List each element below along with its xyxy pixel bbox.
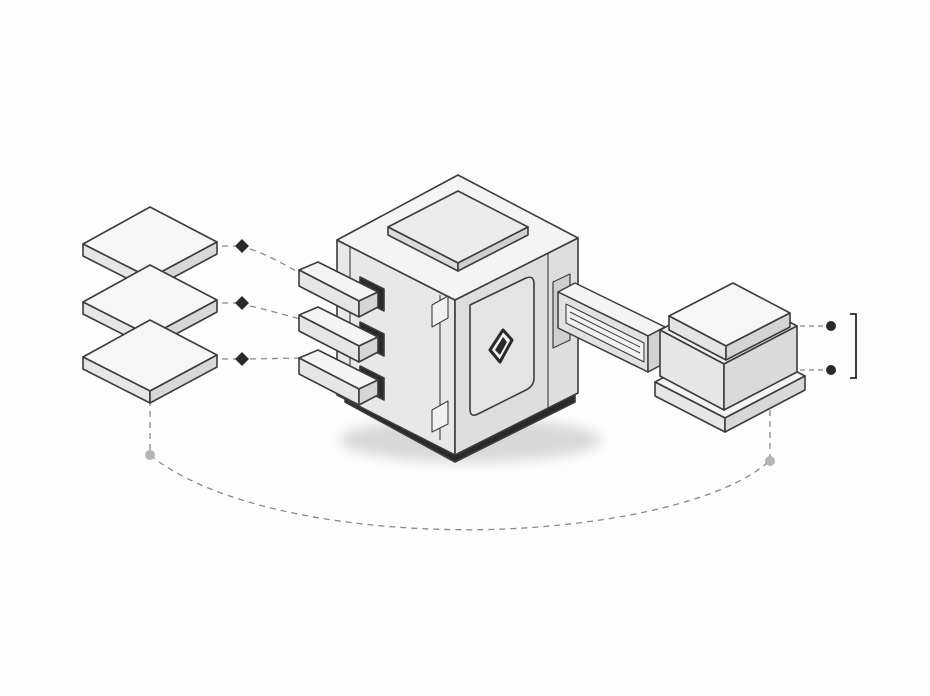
- loop-connector: [149, 400, 771, 531]
- output-terminal-dot: [826, 365, 836, 375]
- bracket-icon: [850, 313, 857, 379]
- loop-endpoint-left: [145, 450, 155, 460]
- loop-endpoint-right: [765, 456, 775, 466]
- diamond-icon: [235, 239, 249, 253]
- central-unit: [336, 174, 579, 463]
- input-layer-3: [82, 319, 218, 404]
- input-layer-stack: [82, 206, 218, 404]
- central-unit-ports: [298, 261, 385, 406]
- input-port-2: [298, 306, 379, 363]
- diamond-icon: [235, 352, 249, 366]
- input-port-1: [298, 261, 379, 318]
- input-connectors: [222, 239, 301, 366]
- output-unit: [654, 282, 806, 433]
- diamond-icon: [235, 296, 249, 310]
- central-unit-badge: [488, 328, 514, 364]
- output-terminal-dot: [826, 321, 836, 331]
- output-top-plate: [668, 282, 791, 361]
- output-terminals: [800, 313, 857, 379]
- input-port-3: [298, 349, 379, 406]
